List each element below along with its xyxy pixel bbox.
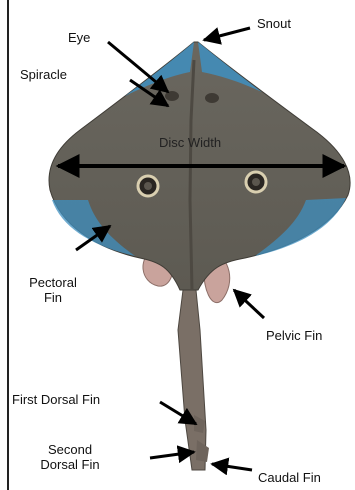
second-dorsal-fin-arrow [150,452,194,458]
label-second-dorsal-fin-line2: Dorsal Fin [30,457,110,472]
label-pectoral-fin-line2: Fin [22,290,84,305]
caudal-fin-arrow [212,464,252,470]
label-second-dorsal-fin: Second Dorsal Fin [30,442,110,472]
pelvic-fin-arrow [234,290,264,318]
snout-arrow [204,28,250,40]
label-pectoral-fin: Pectoral Fin [22,275,84,305]
label-disc-width: Disc Width [159,135,221,150]
eyespot-right-center [252,178,260,186]
label-pelvic-fin: Pelvic Fin [266,328,322,343]
eye-right [205,93,219,103]
label-pectoral-fin-line1: Pectoral [22,275,84,290]
label-caudal-fin: Caudal Fin [258,470,321,485]
label-second-dorsal-fin-line1: Second [30,442,110,457]
label-spiracle: Spiracle [20,67,67,82]
eyespot-left-center [144,182,152,190]
label-snout: Snout [257,16,291,31]
label-first-dorsal-fin: First Dorsal Fin [12,392,100,407]
tail [178,290,206,470]
label-eye: Eye [68,30,90,45]
